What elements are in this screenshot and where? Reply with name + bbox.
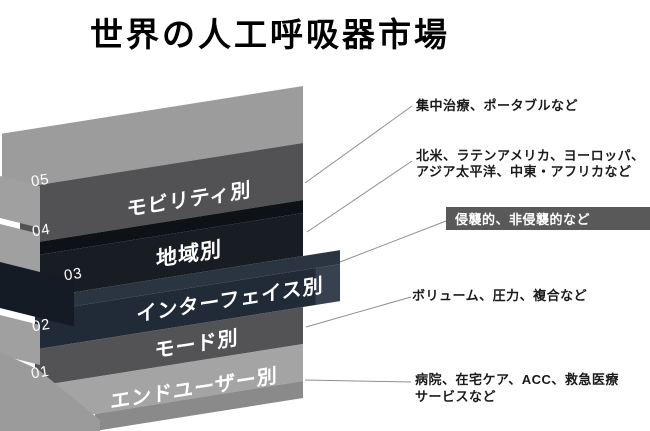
layer-number-04: 04 <box>30 220 52 241</box>
layer-number-05: 05 <box>29 170 51 191</box>
annotation-end-user: 病院、在宅ケア、ACC、救急医療 サービスなど <box>415 371 619 405</box>
annotation-mode-line1: ボリューム、圧力、複合など <box>412 288 588 303</box>
annotation-end-user-line1: 病院、在宅ケア、ACC、救急医療 <box>415 372 619 387</box>
annotation-region: 北米、ラテンアメリカ、ヨーロッパ、 アジア太平洋、中東・アフリカなど <box>416 148 645 180</box>
annotation-interface-highlighted-badge: 侵襲的、非侵襲的など <box>446 207 650 230</box>
annotation-region-line1: 北米、ラテンアメリカ、ヨーロッパ、 <box>416 148 645 163</box>
layer-number-01: 01 <box>29 362 51 383</box>
annotation-end-user-line2: サービスなど <box>415 389 497 404</box>
annotation-interface-text: 侵襲的、非侵襲的など <box>455 212 591 227</box>
connector-line-interface <box>339 220 447 263</box>
annotation-region-line2: アジア太平洋、中東・アフリカなど <box>416 164 632 179</box>
annotation-mobility-line1: 集中治療、ポータブルなど <box>416 98 579 113</box>
layer-number-02: 02 <box>30 315 52 336</box>
layer-stack: モビリティ別 地域別 インターフェイス別 モード別 エンドユーザー別 <box>0 73 345 431</box>
layer-number-03: 03 <box>62 264 84 285</box>
annotation-mode: ボリューム、圧力、複合など <box>412 288 587 304</box>
layer-label-region: 地域別 <box>156 237 222 271</box>
annotation-mobility: 集中治療、ポータブルなど <box>416 98 578 114</box>
page-title: 世界の人工呼吸器市場 <box>90 16 450 53</box>
